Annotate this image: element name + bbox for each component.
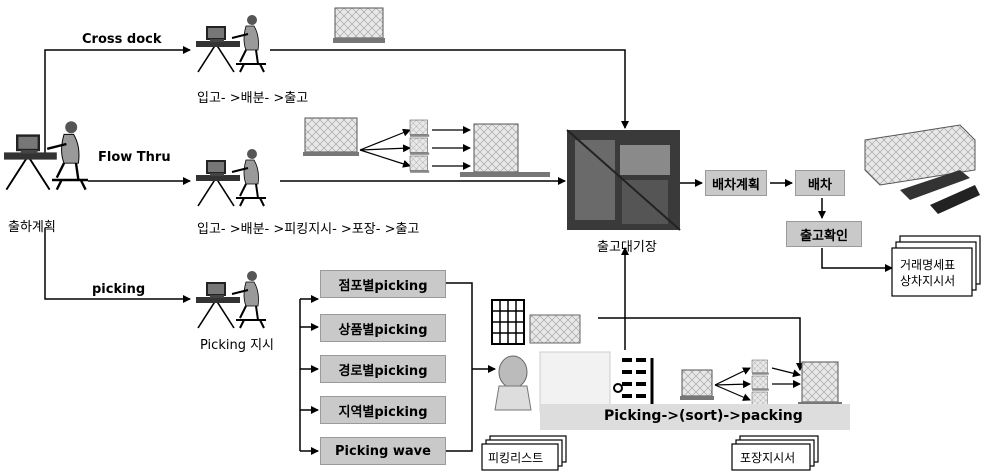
pallet-boxes-icon — [409, 137, 430, 156]
pallet-boxes-icon — [460, 123, 550, 177]
document-stack-icon — [731, 435, 819, 471]
document-stack-icon — [891, 235, 981, 297]
route-picking-label: picking — [92, 282, 146, 297]
pallet-boxes-icon — [333, 7, 385, 43]
route-flow-thru-label: Flow Thru — [98, 150, 171, 165]
dispatch-plan-box: 배차계획 — [705, 170, 767, 196]
document-stack-icon — [481, 435, 567, 471]
pallet-boxes-icon — [751, 375, 770, 392]
dispatch-plan-label: 배차계획 — [712, 177, 760, 193]
person-icon — [494, 355, 532, 411]
computer-operator-icon — [195, 270, 267, 329]
picking-method-label: 경로별picking — [338, 363, 428, 379]
picking-method-label: Picking wave — [335, 443, 431, 459]
picking-method-box: 상품별picking — [320, 314, 446, 342]
truck-icon — [864, 124, 980, 214]
computer-operator-icon — [195, 148, 267, 207]
sorter-icon — [539, 351, 658, 413]
flow-thru-fanout — [359, 126, 471, 170]
computer-operator-icon — [195, 14, 267, 73]
pallet-boxes-icon — [751, 359, 770, 376]
picking-list-label: 피킹리스트 — [488, 451, 544, 465]
storage-rack-icon — [491, 299, 581, 345]
dispatch-box: 배차 — [795, 170, 845, 196]
pallet-boxes-icon — [680, 369, 714, 400]
dispatch-label: 배차 — [808, 177, 832, 193]
route-cross-dock-label: Cross dock — [82, 32, 162, 47]
picking-method-box: 지역별picking — [320, 396, 446, 424]
shipment-confirm-label: 출고확인 — [800, 228, 848, 244]
picking-method-box: Picking wave — [320, 437, 446, 465]
statement-doc-line1: 거래명세표 — [900, 258, 956, 272]
picking-method-label: 지역별picking — [338, 404, 428, 420]
statement-doc-line2: 상차지시서 — [900, 274, 956, 288]
process-banner-label: Picking->(sort)->packing — [604, 408, 803, 424]
pallet-boxes-icon — [798, 361, 842, 406]
process-banner-bg — [540, 404, 850, 430]
staging-area-label: 출고대기장 — [597, 240, 657, 255]
picking-area-fanout — [714, 367, 801, 401]
pallet-boxes-icon — [303, 117, 359, 156]
warehouse-photo — [566, 129, 681, 231]
pallet-boxes-icon — [409, 119, 430, 138]
picking-method-box: 경로별picking — [320, 355, 446, 383]
pallet-boxes-icon — [409, 155, 430, 174]
picking-method-box: 점포별picking — [320, 270, 446, 298]
picking-method-label: 점포별picking — [338, 278, 428, 294]
packing-instruction-label: 포장지시서 — [740, 451, 796, 465]
shipping-plan-label: 출하계획 — [8, 220, 56, 235]
flow-lines — [44, 46, 893, 455]
picking-method-label: 상품별picking — [338, 322, 428, 338]
flow-thru-flow-label: 입고- >배분- >피킹지시- >포장- >출고 — [197, 222, 420, 237]
cross-dock-flow-label: 입고- >배분- >출고 — [197, 91, 309, 106]
shipment-confirm-box: 출고확인 — [786, 221, 862, 247]
picking-instruction-label: Picking 지시 — [200, 338, 274, 353]
computer-operator-icon — [2, 119, 90, 191]
